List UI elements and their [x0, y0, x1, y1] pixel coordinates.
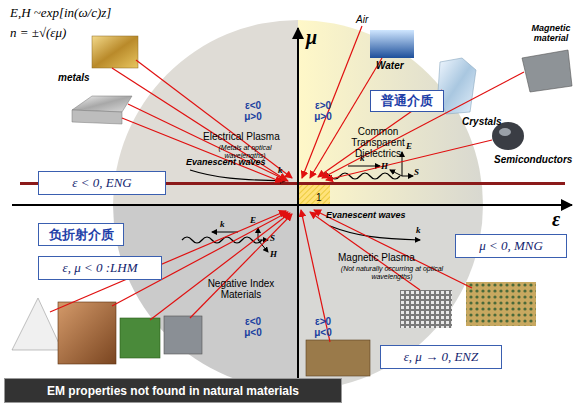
vector-name: E: [406, 142, 412, 152]
vector-name: k: [220, 220, 225, 230]
wave-name: Evanescent waves: [326, 211, 406, 221]
class-box: ε, μ < 0 :LHM: [38, 256, 162, 280]
axis-name: ε: [552, 208, 560, 230]
wave-formula: E,H ~exp[in(ω/c)z]: [10, 6, 111, 20]
box-text: μ < 0, MNG: [479, 238, 543, 254]
region-name: Electrical Plasma: [203, 131, 280, 142]
vector-name: k: [416, 226, 421, 236]
material-name: Air: [356, 14, 368, 25]
vector-name: E: [250, 216, 256, 226]
sign-label: ε>0 μ>0: [310, 100, 336, 122]
region-note: (Not naturally occurring at optical wave…: [322, 265, 462, 280]
box-text: ε, μ < 0 :LHM: [63, 260, 138, 276]
wave-name: Evanescent waves: [186, 158, 266, 168]
sign-label: ε<0 μ<0: [240, 316, 266, 338]
class-box: μ < 0, MNG: [455, 234, 567, 258]
region-name: Magnetic Plasma: [338, 252, 415, 263]
class-box: 普通介质: [370, 90, 444, 112]
vector-name: H: [270, 250, 277, 260]
sign-label: ε<0 μ>0: [240, 100, 266, 122]
material-name: Magnetic material: [520, 24, 579, 44]
box-text: 负折射介质: [49, 226, 114, 244]
box-text: EM properties not found in natural mater…: [47, 384, 299, 398]
banner-box: EM properties not found in natural mater…: [4, 378, 342, 403]
material-name: Crystals: [462, 116, 501, 127]
sign-label: ε>0 μ<0: [310, 316, 336, 338]
index-formula: n = ±√(εμ): [10, 26, 66, 40]
vector-name: k: [360, 154, 365, 164]
class-box: 负折射介质: [38, 223, 124, 246]
vector-name: S: [270, 234, 275, 244]
vector-name: S: [414, 168, 419, 178]
region-name: Negative Index Materials: [196, 278, 286, 300]
class-box: ε, μ → 0, ENZ: [380, 345, 502, 369]
material-name: Water: [376, 60, 404, 71]
class-box: ε < 0, ENG: [38, 171, 166, 195]
vector-name: H: [381, 162, 388, 172]
box-text: 普通介质: [381, 92, 433, 110]
box-text: ε, μ → 0, ENZ: [404, 349, 479, 365]
vector-name: k: [278, 166, 283, 176]
axis-tick: 1: [316, 192, 322, 203]
material-name: metals: [58, 72, 90, 83]
box-text: ε < 0, ENG: [72, 175, 131, 191]
material-name: Semiconductors: [494, 154, 572, 165]
axis-name: μ: [306, 26, 317, 48]
